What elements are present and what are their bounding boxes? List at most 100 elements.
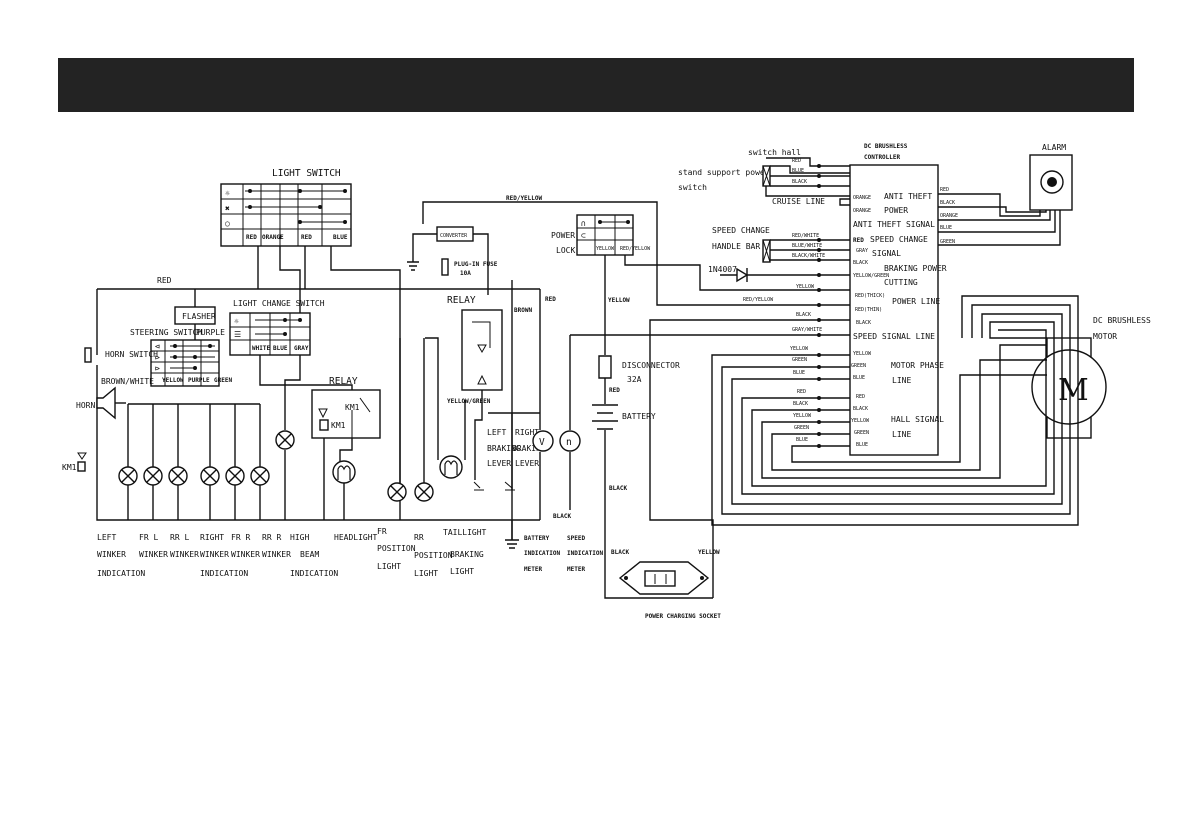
switch-hall-label: switch hall <box>748 148 801 157</box>
ls-wire-3: RED <box>301 234 312 241</box>
wire-label: GREEN <box>794 425 809 431</box>
speedometer <box>559 430 581 452</box>
lamp-label: WINKER <box>139 550 168 559</box>
relay-label-right: RELAY <box>447 295 476 306</box>
lamp-label: HIGH <box>290 533 309 542</box>
light-change-switch[interactable]: ☼☰ <box>229 312 311 356</box>
alarm-wire: RED <box>940 187 949 193</box>
lamp-label: INDICATION <box>567 550 604 557</box>
ls-wire-2: ORANGE <box>262 234 284 241</box>
alarm-wire: GREEN <box>940 239 955 245</box>
red-label-bat: RED <box>609 387 620 394</box>
wire-label: YELLOW <box>793 413 812 419</box>
alarm-wire: BLACK <box>940 200 955 206</box>
svg-text:⊳: ⊳ <box>155 364 160 373</box>
controller-inner-labels: ORANGE ORANGE RED GRAY BLACK YELLOW/GREE… <box>851 195 889 448</box>
svg-text:⊳: ⊳ <box>155 353 160 362</box>
inner-wire: GREEN <box>851 363 866 369</box>
fuse-rating-label: 10A <box>460 270 471 277</box>
wire-label: BLACK/WHITE <box>792 253 825 259</box>
lamp-label: WINKER <box>170 550 199 559</box>
dc-brushless-motor <box>1031 349 1107 425</box>
disconnector-rating: 32A <box>627 375 642 384</box>
function-label: SPEED SIGNAL LINE <box>853 332 935 341</box>
wire-label: RED <box>797 389 806 395</box>
yellow-label-mid: YELLOW <box>608 297 630 304</box>
plugin-fuse-label: PLUG-IN FUSE <box>454 261 498 268</box>
inner-wire: BLACK <box>856 320 871 326</box>
black-label-bat: BLACK <box>609 485 627 492</box>
controller-function-labels: ANTI THEFT POWER ANTI THEFT SIGNAL SPEED… <box>853 192 947 439</box>
red-yellow-label-lock: RED/YELLOW <box>620 246 651 252</box>
function-label: LINE <box>892 376 911 385</box>
function-label: BRAKING POWER <box>884 264 947 273</box>
wire-label: GRAY/WHITE <box>792 327 822 333</box>
motor-label-1: DC BRUSHLESS <box>1093 316 1151 325</box>
svg-text:⊂: ⊂ <box>581 231 586 240</box>
wire-label: BLUE/WHITE <box>792 243 822 249</box>
inner-wire: BLUE <box>856 442 868 448</box>
alarm-wire: ORANGE <box>940 213 958 219</box>
ss-wire-2: PURPLE <box>188 377 210 384</box>
inner-wire: BLACK <box>853 260 868 266</box>
ls-wire-4: BLUE <box>333 234 348 241</box>
disconnector <box>598 355 612 379</box>
lamp-label: WINKER <box>97 550 126 559</box>
lamp-label: LEVER <box>487 459 511 468</box>
inner-wire: YELLOW <box>851 418 870 424</box>
inner-wire: ORANGE <box>853 195 871 201</box>
lamp-label: LEFT <box>97 533 116 542</box>
lamp-label: BATTERY <box>524 535 550 542</box>
yellow-label-lock: YELLOW <box>596 246 615 252</box>
lamp-label: BRAKING <box>512 444 546 453</box>
lamp-label: BEAM <box>300 550 319 559</box>
wire-label: BLUE <box>793 370 805 376</box>
motor-symbol: M <box>1058 373 1089 408</box>
alarm-wire-labels: RED BLACK ORANGE BLUE GREEN <box>940 187 958 245</box>
yellow-green-label: YELLOW/GREEN <box>447 398 491 405</box>
brown-white-label: BROWN/WHITE <box>101 377 154 386</box>
light-switch[interactable]: ☼ ✖ ○ <box>220 183 352 247</box>
black-label-mid: BLACK <box>553 513 571 520</box>
steering-switch-color: PURPLE <box>196 328 225 337</box>
power-charging-socket[interactable] <box>618 561 710 595</box>
km1-label-left: KM1 <box>62 463 77 472</box>
brown-label: BROWN <box>514 307 532 314</box>
steering-switch[interactable]: ⊲⊳⊳ <box>150 339 220 387</box>
function-label: POWER LINE <box>892 297 940 306</box>
lamp-label: INDICATION <box>97 569 145 578</box>
inner-wire: RED <box>853 237 864 244</box>
inner-wire: RED(THICK) <box>855 293 885 299</box>
controller-pins <box>817 164 821 448</box>
lamp-label: LEFT <box>487 428 506 437</box>
inner-wire: GREEN <box>854 430 869 436</box>
relay-label-left: RELAY <box>329 376 358 387</box>
dc-brushless-controller <box>849 164 939 456</box>
lamp-label: FR <box>377 527 387 536</box>
lamp-label: BRAKING <box>487 444 521 453</box>
lamp-label: WINKER <box>200 550 229 559</box>
horn-switch-label: HORN SWITCH <box>105 350 158 359</box>
inner-wire: RED(THIN) <box>855 307 882 313</box>
km1-label-2: KM1 <box>331 421 346 430</box>
function-label: POWER <box>884 206 908 215</box>
lcs-wire-3: GRAY <box>294 345 309 352</box>
ss-wire-3: GREEN <box>214 377 232 384</box>
lamp-label: RR R <box>262 533 281 542</box>
power-lock[interactable]: ∩⊂ <box>576 214 634 256</box>
stand-support-label: stand support power <box>678 168 770 177</box>
cruise-line-label: CRUISE LINE <box>772 197 825 206</box>
lamp-label: LIGHT <box>377 562 401 571</box>
steering-switch-title: STEERING SWITCH <box>130 328 202 337</box>
red-yellow-top-label: RED/YELLOW <box>506 195 543 202</box>
flasher-label: FLASHER <box>182 312 216 321</box>
lamp-label: TAILLIGHT <box>443 528 487 537</box>
relay-left <box>311 389 381 439</box>
power-lock-label-2: LOCK <box>556 246 575 255</box>
inner-wire: YELLOW/GREEN <box>853 273 889 279</box>
red-label-mid: RED <box>545 296 556 303</box>
wire-label: BLUE <box>792 168 804 174</box>
speedometer-symbol: n <box>566 437 572 448</box>
horn-switch[interactable] <box>84 347 92 363</box>
